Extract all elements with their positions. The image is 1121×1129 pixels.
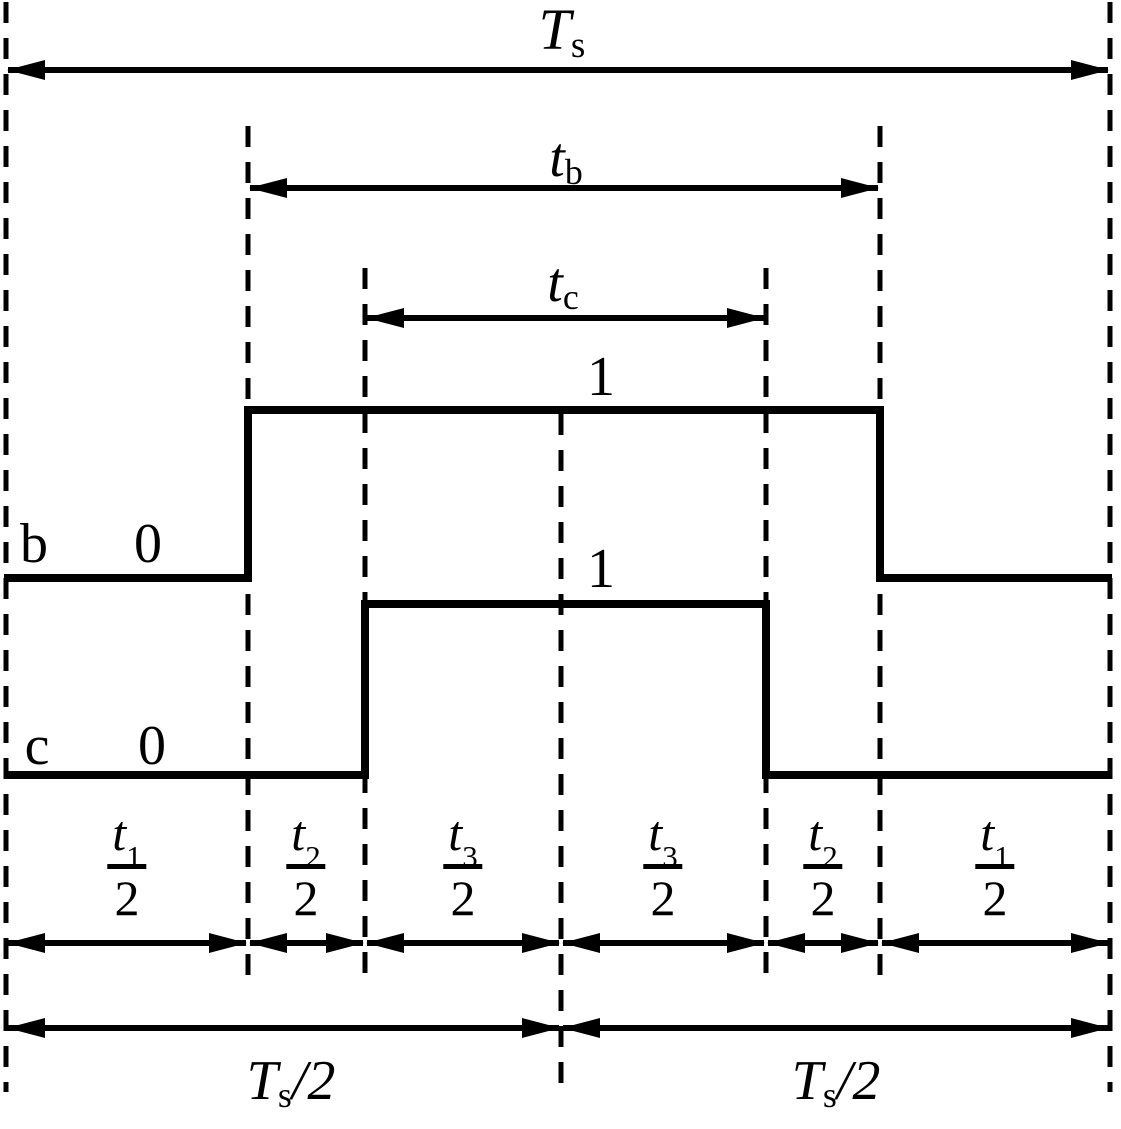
interval-3-denominator: 2 <box>450 870 476 926</box>
tb-subscript: b <box>564 151 583 192</box>
signal-b-high-level: 1 <box>587 346 615 408</box>
interval-4-numerator: t3 <box>643 808 683 872</box>
interval-2-label: t2 2 <box>286 808 326 926</box>
interval-6-denominator: 2 <box>982 870 1008 926</box>
interval-4-denominator: 2 <box>650 870 676 926</box>
half-period-label-left: Ts/2 <box>246 1050 336 1113</box>
half-period-left-subscript: s <box>277 1074 292 1115</box>
half-period-right-subscript: s <box>822 1074 837 1115</box>
interval-3-label: t3 2 <box>443 808 483 926</box>
tc-subscript: c <box>562 276 579 317</box>
period-label: Ts <box>538 0 586 65</box>
half-period-left-suffix: /2 <box>291 1050 336 1112</box>
tb-symbol: t <box>549 127 565 189</box>
half-period-left-symbol: T <box>246 1050 278 1112</box>
interval-1-denominator: 2 <box>114 870 140 926</box>
interval-2-numerator: t2 <box>286 808 326 872</box>
interval-6-label: t1 2 <box>975 808 1015 926</box>
signal-b-waveform <box>4 406 1112 582</box>
signal-c-high-level: 1 <box>587 538 615 600</box>
signal-c-low-level: 0 <box>138 715 166 777</box>
half-period-right-suffix: /2 <box>836 1050 881 1112</box>
interval-4-label: t3 2 <box>643 808 683 926</box>
interval-1-numerator: t1 <box>107 808 147 872</box>
signal-c-waveform <box>4 600 1112 779</box>
signal-c-name: c <box>24 715 50 777</box>
interval-5-label: t2 2 <box>803 808 843 926</box>
tb-label: tb <box>549 127 582 190</box>
interval-3-numerator: t3 <box>443 808 483 872</box>
half-period-label-right: Ts/2 <box>791 1050 881 1113</box>
period-subscript: s <box>570 25 586 67</box>
signal-b-low-level: 0 <box>134 513 162 575</box>
period-symbol: T <box>538 0 571 62</box>
interval-2-denominator: 2 <box>293 870 319 926</box>
interval-5-denominator: 2 <box>810 870 836 926</box>
interval-6-numerator: t1 <box>975 808 1015 872</box>
half-period-right-symbol: T <box>791 1050 823 1112</box>
tc-label: tc <box>547 252 578 315</box>
signal-b-name: b <box>20 513 48 575</box>
tc-symbol: t <box>547 252 563 314</box>
interval-1-label: t1 2 <box>107 808 147 926</box>
interval-5-numerator: t2 <box>803 808 843 872</box>
